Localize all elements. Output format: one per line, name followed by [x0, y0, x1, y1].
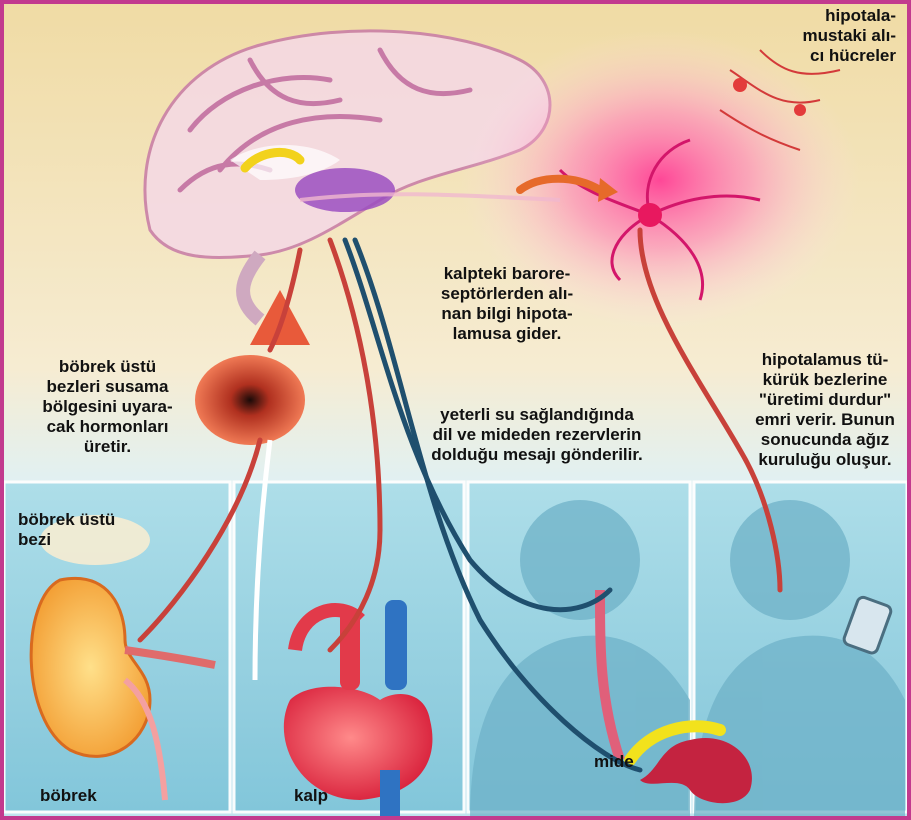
label-stomach: mide [594, 752, 654, 772]
label-water-message: yeterli su sağlandığında dil ve mideden … [408, 405, 666, 465]
label-kidney: böbrek [40, 786, 140, 806]
label-hypothalamus-receptors: hipotala- mustaki alı- cı hücreler [760, 6, 896, 66]
label-adrenal-gland: böbrek üstü bezi [18, 510, 158, 550]
label-hypothalamus-saliva: hipotalamus tü- kürük bezlerine "üretimi… [740, 350, 910, 470]
label-adrenal-hormones: böbrek üstü bezleri susama bölgesini uya… [20, 357, 195, 457]
label-heart: kalp [294, 786, 374, 806]
label-baroreceptors: kalpteki barore- septörlerden alı- nan b… [412, 264, 602, 344]
